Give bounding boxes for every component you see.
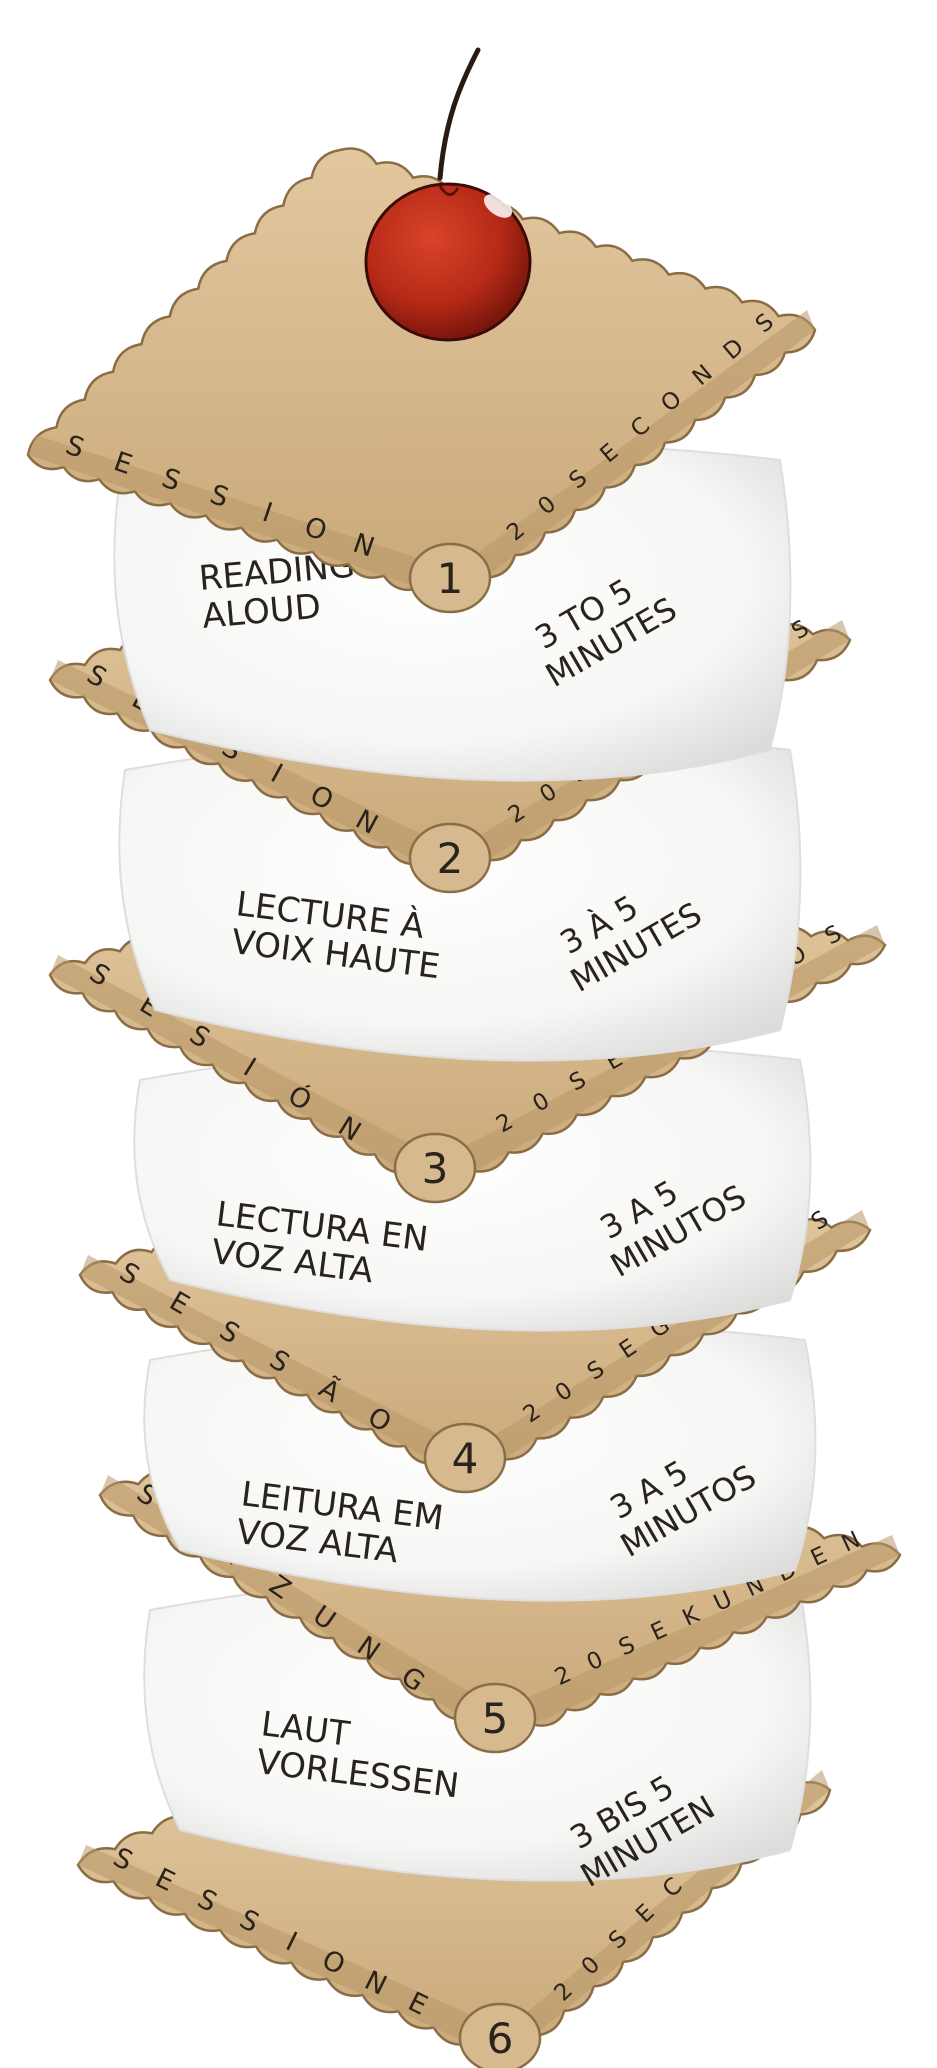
cherry-icon	[364, 47, 532, 342]
session-number: 4	[452, 1434, 479, 1483]
session-number: 3	[422, 1144, 449, 1193]
cookie-layers: SESSIONE20SECONDI6LAUTVORLESSEN3 BIS 5MI…	[26, 147, 902, 2068]
biscuit-rim	[100, 1475, 900, 1740]
number-medallion	[453, 1682, 537, 1754]
number-medallion	[408, 822, 492, 894]
biscuit-rim	[50, 620, 850, 880]
session-number: 6	[487, 2014, 514, 2063]
biscuit-rim	[80, 1210, 870, 1480]
session-number: 2	[437, 834, 464, 883]
number-medallion	[423, 1422, 507, 1494]
biscuit-rim	[50, 925, 885, 1190]
biscuit-rim	[78, 1770, 830, 2060]
number-medallion	[408, 542, 492, 614]
number-medallion	[393, 1132, 477, 1204]
number-medallion	[458, 2002, 542, 2068]
session-number: 1	[437, 554, 464, 603]
session-number: 5	[482, 1694, 509, 1743]
